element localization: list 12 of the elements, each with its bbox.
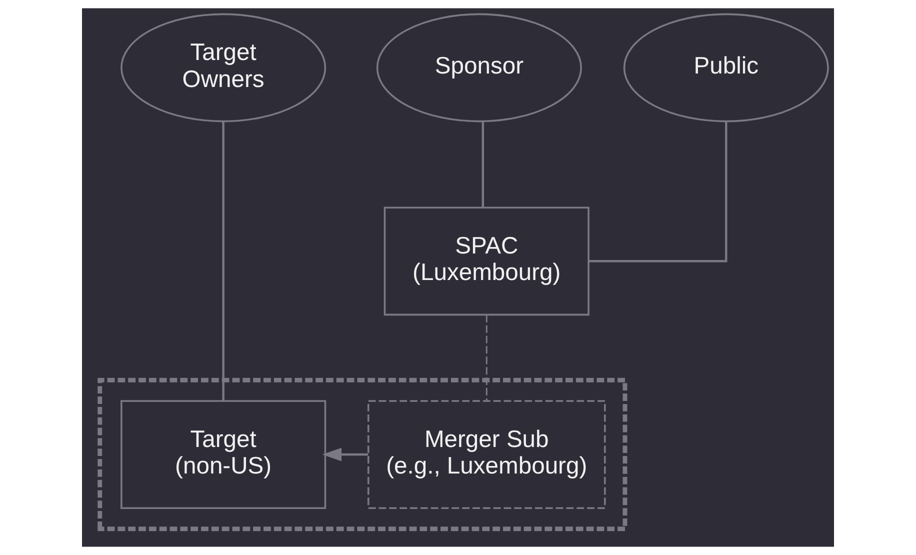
node-ellipse: Target Owners (120, 13, 326, 122)
arrow (322, 448, 368, 462)
connector (482, 122, 484, 208)
cluster (98, 378, 628, 532)
node-ellipse: Sponsor (376, 13, 582, 122)
connector (588, 122, 728, 262)
connector (222, 122, 224, 401)
node-ellipse: Public (623, 13, 829, 122)
node-box: SPAC (Luxembourg) (384, 206, 590, 316)
connector (486, 315, 488, 401)
node-box: Merger Sub (e.g., Luxembourg) (367, 400, 606, 509)
node-box: Target (non-US) (120, 400, 326, 509)
